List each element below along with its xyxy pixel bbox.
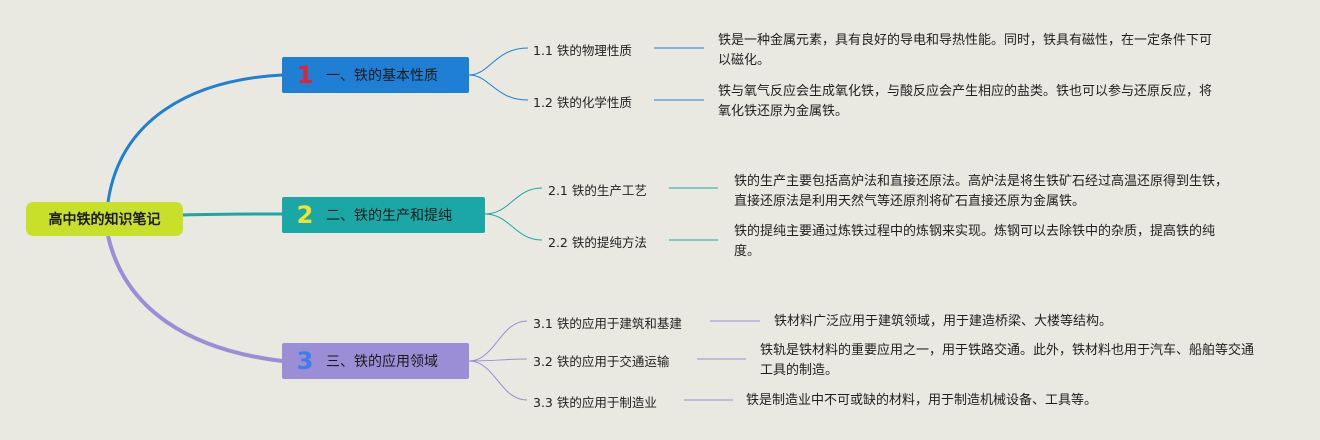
link-branch3-sub1	[468, 320, 528, 362]
desc-node-3-2[interactable]: 铁轨是铁材料的重要应用之一，用于铁路交通。此外，铁材料也用于汽车、船舶等交通工具…	[760, 341, 1260, 381]
sub-label-1-1: 1.1 铁的物理性质	[533, 43, 632, 58]
sub-label-1-2: 1.2 铁的化学性质	[533, 95, 632, 110]
branch-label-1: 一、铁的基本性质	[326, 68, 438, 84]
branch-label-3: 三、铁的应用领域	[326, 354, 438, 370]
sub-node-2-2[interactable]: 2.2 铁的提纯方法	[548, 232, 647, 251]
root-label: 高中铁的知识笔记	[48, 212, 161, 228]
sub-label-2-1: 2.1 铁的生产工艺	[548, 183, 647, 198]
link-branch3-sub2	[468, 358, 528, 362]
branch-label-2: 二、铁的生产和提纯	[326, 208, 452, 224]
sub-label-3-3: 3.3 铁的应用于制造业	[533, 395, 657, 410]
branch-number-2: 2	[296, 201, 314, 229]
link-branch2-sub1	[484, 187, 543, 215]
desc-text-2-2: 铁的提纯主要通过炼铁过程中的炼钢来实现。炼钢可以去除铁中的杂质，提高铁的纯度。	[734, 224, 1216, 259]
desc-node-1-1[interactable]: 铁是一种金属元素，具有良好的导电和导热性能。同时，铁具有磁性，在一定条件下可以磁…	[718, 31, 1218, 71]
sub-label-3-1: 3.1 铁的应用于建筑和基建	[533, 316, 682, 331]
sub-node-3-2[interactable]: 3.2 铁的应用于交通运输	[533, 351, 669, 370]
link-branch1-sub2	[468, 74, 529, 101]
sub-node-1-1[interactable]: 1.1 铁的物理性质	[533, 40, 632, 59]
desc-text-2-1: 铁的生产主要包括高炉法和直接还原法。高炉法是将生铁矿石经过高温还原得到生铁，直接…	[734, 174, 1229, 209]
desc-node-3-1[interactable]: 铁材料广泛应用于建筑领域，用于建造桥梁、大楼等结构。	[774, 312, 1194, 332]
sub-node-3-3[interactable]: 3.3 铁的应用于制造业	[533, 392, 657, 411]
desc-text-3-3: 铁是制造业中不可或缺的材料，用于制造机械设备、工具等。	[746, 393, 1098, 408]
desc-text-1-1: 铁是一种金属元素，具有良好的导电和导热性能。同时，铁具有磁性，在一定条件下可以磁…	[718, 33, 1213, 68]
desc-node-1-2[interactable]: 铁与氧气反应会生成氧化铁，与酸反应会产生相应的盐类。铁也可以参与还原反应，将氧化…	[718, 82, 1218, 122]
sub-label-2-2: 2.2 铁的提纯方法	[548, 235, 647, 250]
link-branch3-sub3	[468, 360, 528, 401]
link-root-branch1	[106, 73, 283, 203]
branch-number-1: 1	[296, 61, 314, 89]
link-root-branch3	[106, 235, 283, 363]
desc-node-3-3[interactable]: 铁是制造业中不可或缺的材料，用于制造机械设备、工具等。	[746, 391, 1166, 411]
sub-node-1-2[interactable]: 1.2 铁的化学性质	[533, 92, 632, 111]
desc-text-1-2: 铁与氧气反应会生成氧化铁，与酸反应会产生相应的盐类。铁也可以参与还原反应，将氧化…	[718, 84, 1213, 119]
link-branch2-sub2	[484, 213, 543, 241]
branch-number-3: 3	[296, 347, 314, 375]
root-node[interactable]: 高中铁的知识笔记	[26, 202, 183, 236]
branch-node-3[interactable]: 3 三、铁的应用领域	[282, 343, 469, 379]
link-root-branch2	[182, 212, 283, 217]
sub-label-3-2: 3.2 铁的应用于交通运输	[533, 354, 670, 369]
desc-node-2-2[interactable]: 铁的提纯主要通过炼铁过程中的炼钢来实现。炼钢可以去除铁中的杂质，提高铁的纯度。	[734, 222, 1234, 262]
desc-node-2-1[interactable]: 铁的生产主要包括高炉法和直接还原法。高炉法是将生铁矿石经过高温还原得到生铁，直接…	[734, 172, 1234, 212]
desc-text-3-2: 铁轨是铁材料的重要应用之一，用于铁路交通。此外，铁材料也用于汽车、船舶等交通工具…	[760, 343, 1255, 378]
sub-node-2-1[interactable]: 2.1 铁的生产工艺	[548, 180, 647, 199]
sub-node-3-1[interactable]: 3.1 铁的应用于建筑和基建	[533, 313, 682, 332]
desc-text-3-1: 铁材料广泛应用于建筑领域，用于建造桥梁、大楼等结构。	[774, 314, 1113, 329]
branch-node-1[interactable]: 1 一、铁的基本性质	[282, 57, 469, 93]
link-branch1-sub1	[468, 47, 529, 76]
branch-node-2[interactable]: 2 二、铁的生产和提纯	[282, 197, 485, 233]
